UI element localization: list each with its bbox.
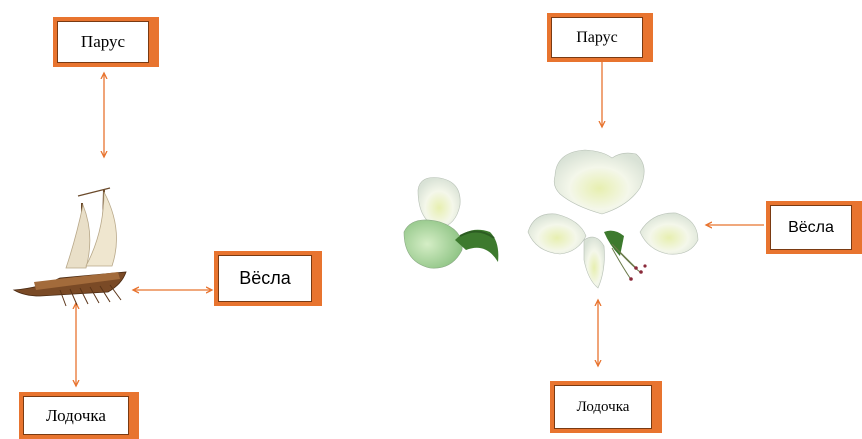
right-oars-label-box: Вёсла bbox=[766, 201, 862, 254]
left-sail-label: Парус bbox=[57, 21, 149, 63]
right-boat-label: Лодочка bbox=[554, 385, 652, 429]
left-boat-label: Лодочка bbox=[23, 396, 129, 435]
left-sail-label-box: Парус bbox=[53, 17, 159, 67]
right-sail-label-box: Парус bbox=[547, 13, 653, 62]
right-oars-label: Вёсла bbox=[770, 205, 852, 250]
left-oars-label: Вёсла bbox=[218, 255, 312, 302]
right-sail-label: Парус bbox=[551, 17, 643, 58]
left-oars-label-box: Вёсла bbox=[214, 251, 322, 306]
right-boat-label-box: Лодочка bbox=[550, 381, 662, 433]
left-boat-label-box: Лодочка bbox=[19, 392, 139, 439]
